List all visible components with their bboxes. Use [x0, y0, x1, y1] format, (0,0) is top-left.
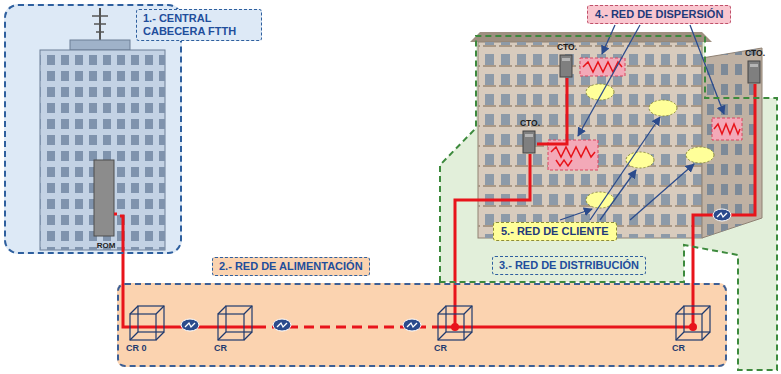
splice-symbol: [403, 319, 421, 331]
cto-box: CTO.: [514, 118, 546, 154]
node-label: 4.- RED DE DISPERSIÓN: [595, 8, 723, 21]
registry-chamber: CR: [672, 302, 714, 354]
cto-box: CTO.: [739, 48, 771, 84]
node-label: 2.- RED DE ALIMENTACIÓN: [212, 257, 370, 276]
fiber-line: [120, 216, 126, 327]
distribution-region: 3.- RED DE DISTRIBUCIÓN CTO. CTO. CTO. 5.- R…: [430, 25, 781, 372]
node-label: CR: [434, 343, 447, 353]
dispersion-label: 4.- RED DE DISPERSIÓN: [587, 5, 731, 24]
node-label: CR: [672, 343, 685, 353]
splice-mark: [717, 213, 727, 217]
node-label: CTO.: [551, 42, 583, 52]
cto-box: CTO.: [551, 42, 583, 78]
registry-chamber: CR 0: [126, 302, 168, 354]
splice-symbol: [181, 319, 199, 331]
splice-symbol: [713, 209, 731, 221]
fiber-line: [537, 78, 567, 144]
splice-mark: [185, 323, 195, 327]
node-label: 3.- RED DE DISTRIBUCIÓN: [492, 256, 646, 275]
node-label: CTO.: [514, 118, 546, 128]
registry-chamber: CR: [214, 302, 256, 354]
registry-chamber: CR: [434, 302, 476, 354]
splice-mark: [277, 323, 287, 327]
node-label: CTO.: [739, 48, 771, 58]
node-label: ROM: [92, 241, 120, 250]
splice-mark: [407, 323, 417, 327]
node-label: CR: [214, 343, 227, 353]
central-region: 1.- CENTRAL CABECERA FTTHROM: [4, 4, 182, 254]
cube-shape: [126, 302, 168, 342]
cube-shape: [214, 302, 256, 342]
cube-shape: [672, 302, 714, 342]
cube-shape: [434, 302, 476, 342]
region-outline: [430, 25, 781, 372]
node-label: 1.- CENTRAL CABECERA FTTH: [136, 9, 262, 41]
client-label: 5.- RED DE CLIENTE: [493, 222, 617, 241]
fiber-line: [476, 326, 672, 329]
feeder-band: 2.- RED DE ALIMENTACIÓNCR 0CRCRCR: [117, 283, 727, 367]
node-label: 5.- RED DE CLIENTE: [501, 225, 609, 238]
node-label: CR 0: [126, 343, 147, 353]
rom-panel: ROM: [92, 160, 120, 252]
splice-symbol: [273, 319, 291, 331]
fiber-line: [693, 84, 755, 302]
